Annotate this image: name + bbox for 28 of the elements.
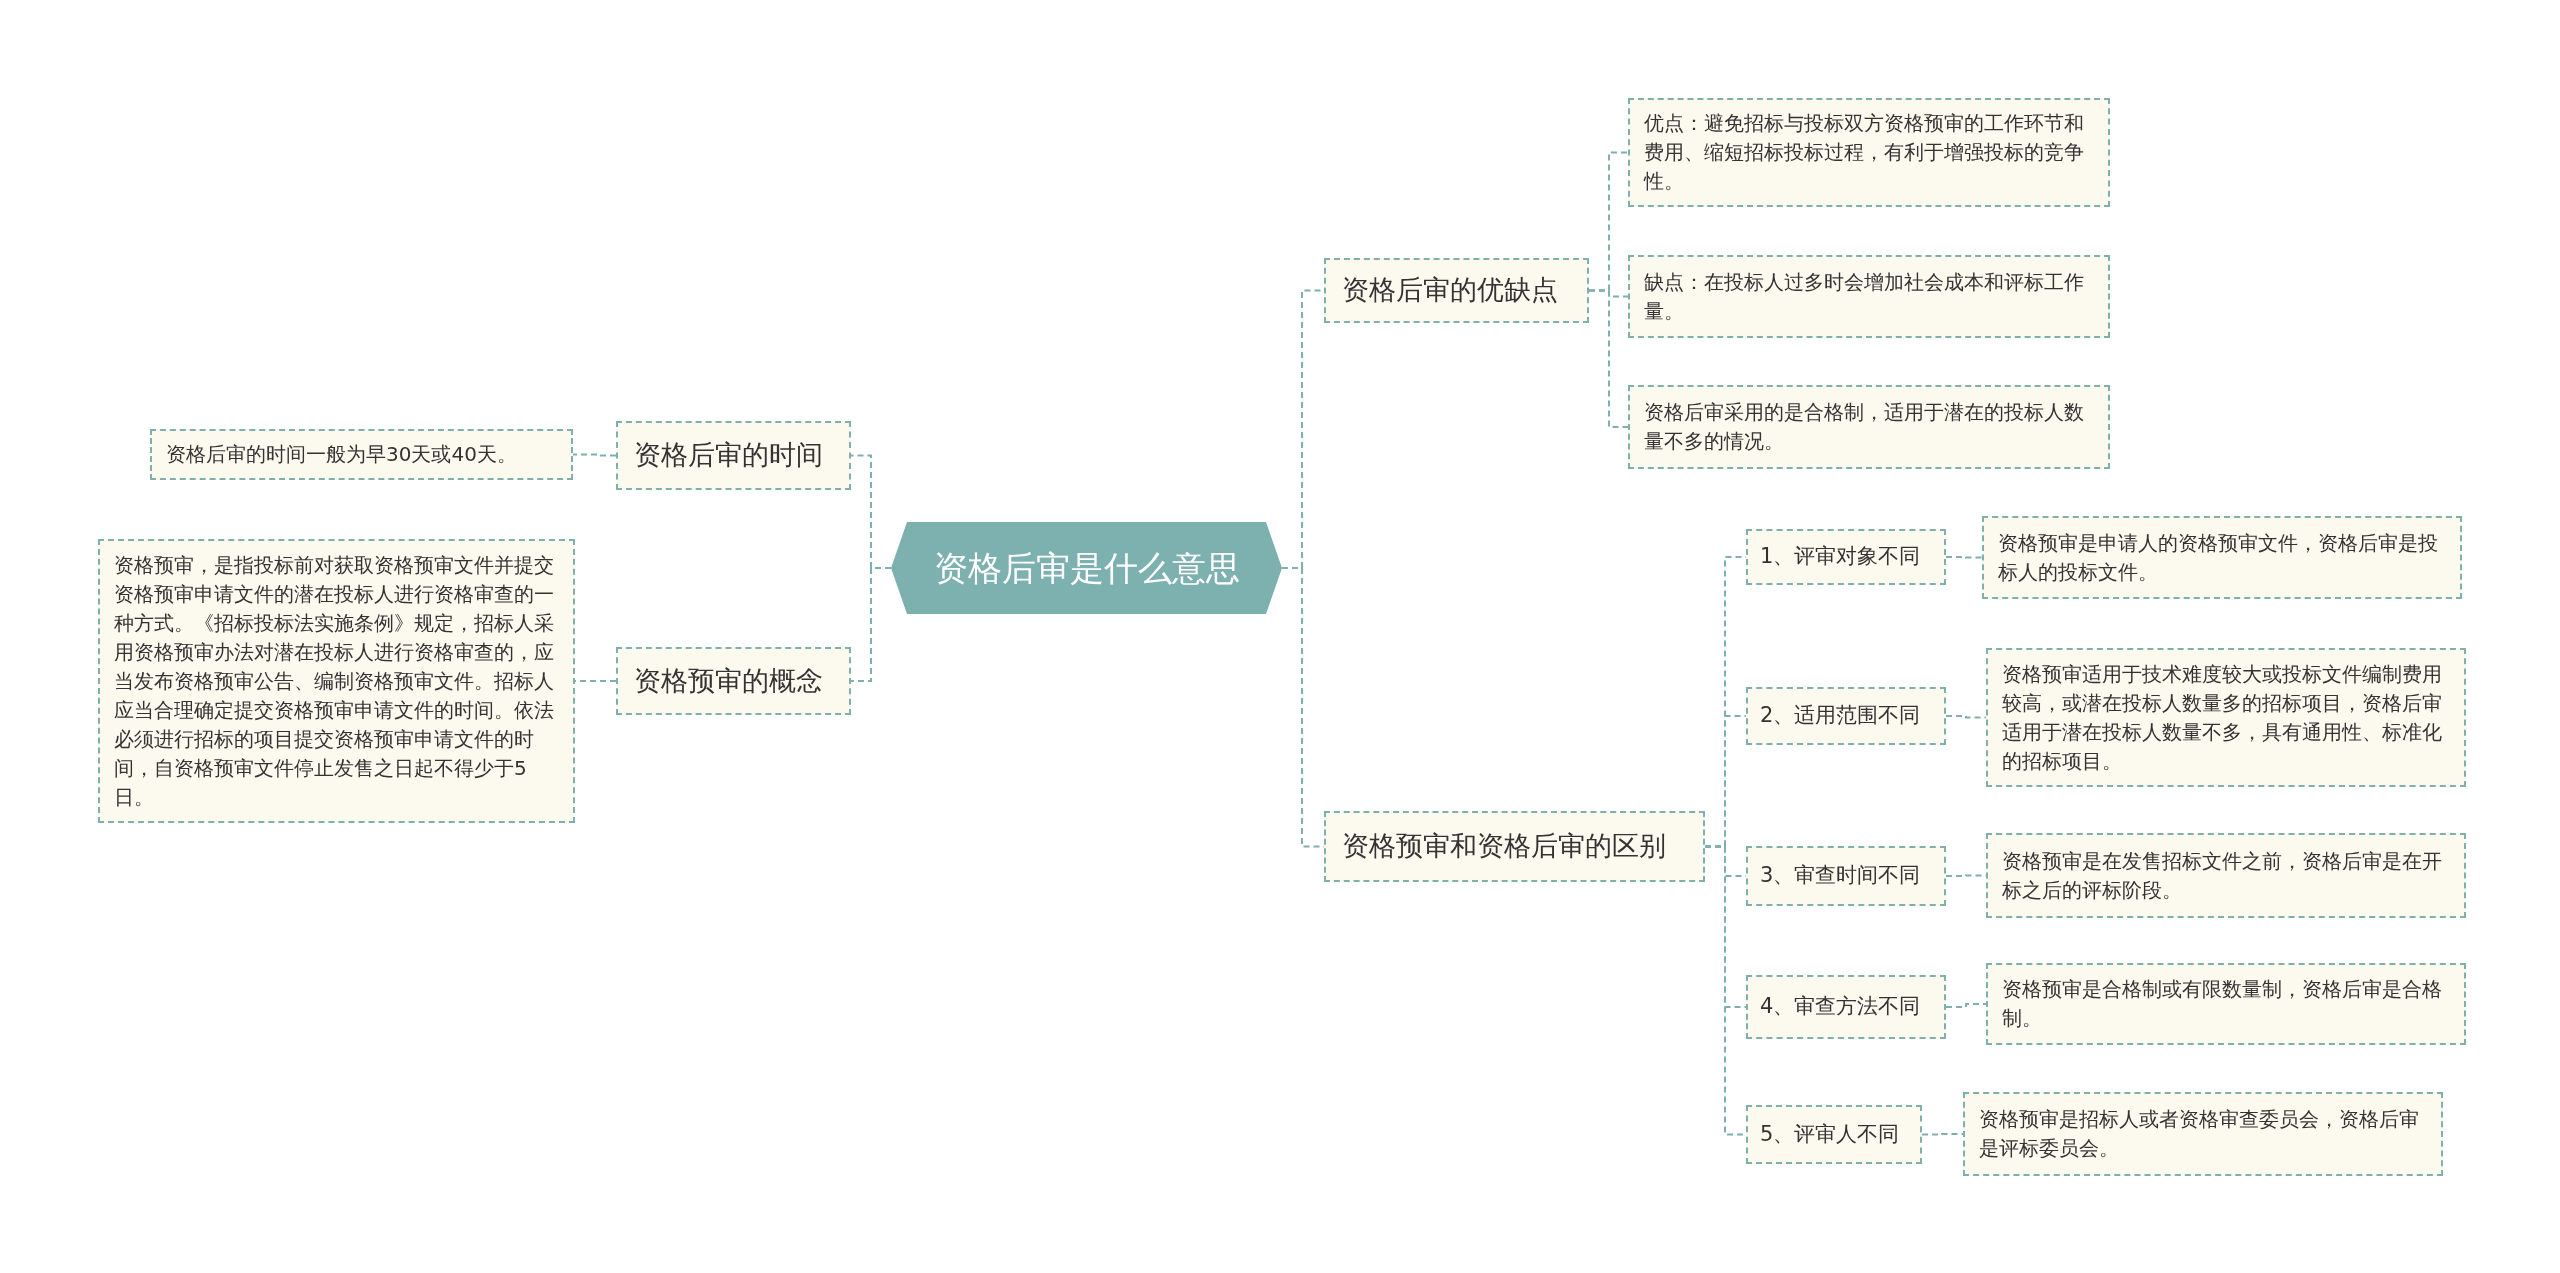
subtopic-box: 4、审查方法不同 — [1746, 975, 1946, 1039]
subtopic-box: 3、审查时间不同 — [1746, 846, 1946, 906]
topic-box: 资格后审的优缺点 — [1324, 258, 1589, 323]
note-box: 资格预审是合格制或有限数量制，资格后审是合格制。 — [1986, 963, 2466, 1045]
connector-line — [1945, 556, 1983, 559]
connector-line — [1588, 289, 1629, 428]
connector-line — [572, 453, 617, 457]
connector-line — [1921, 1133, 1964, 1136]
note-box: 资格预审，是指投标前对获取资格预审文件并提交资格预审申请文件的潜在投标人进行资格审查的一种方式。《招标投标法实施条例》规定，招标人采用资格预审办法对潜在投标人进行资格审查的，应当发布资格预审公告、编制资格预审文件。招标人应当合理确定提交资格预审申请文件的时间。依法必须进行招标的项目提交资格预审申请文件的时间，自资格预审文件停止发售之日起不得少于5日。 — [98, 539, 575, 823]
note-box: 资格预审是招标人或者资格审查委员会，资格后审是评标委员会。 — [1963, 1092, 2443, 1176]
note-box: 资格后审采用的是合格制，适用于潜在的投标人数量不多的情况。 — [1628, 385, 2110, 469]
note-box: 缺点：在投标人过多时会增加社会成本和评标工作量。 — [1628, 255, 2110, 338]
subtopic-box: 2、适用范围不同 — [1746, 687, 1946, 745]
subtopic-box: 1、评审对象不同 — [1746, 529, 1946, 585]
note-box: 资格后审的时间一般为早30天或40天。 — [150, 429, 573, 480]
note-box: 资格预审适用于技术难度较大或投标文件编制费用较高，或潜在投标人数量多的招标项目，资格后审适用于潜在投标人数量不多，具有通用性、标准化的招标项目。 — [1986, 648, 2466, 787]
note-box: 优点：避免招标与投标双方资格预审的工作环节和费用、缩短招标投标过程，有利于增强投标的竞争性。 — [1628, 98, 2110, 207]
topic-box: 资格后审的时间 — [616, 421, 851, 490]
subtopic-box: 5、评审人不同 — [1746, 1105, 1922, 1164]
topic-box: 资格预审的概念 — [616, 647, 851, 715]
topic-box: 资格预审和资格后审的区别 — [1324, 811, 1705, 882]
central-topic-hexagon — [891, 522, 1282, 614]
topic-text: 资格后审是什么意思 — [933, 546, 1240, 590]
connector-line — [1945, 715, 1987, 719]
connector-line — [1945, 1003, 1987, 1008]
note-box: 资格预审是在发售招标文件之前，资格后审是在开标之后的评标阶段。 — [1986, 833, 2466, 918]
connector-line — [850, 567, 892, 682]
note-box: 资格预审是申请人的资格预审文件，资格后审是投标人的投标文件。 — [1982, 516, 2462, 599]
